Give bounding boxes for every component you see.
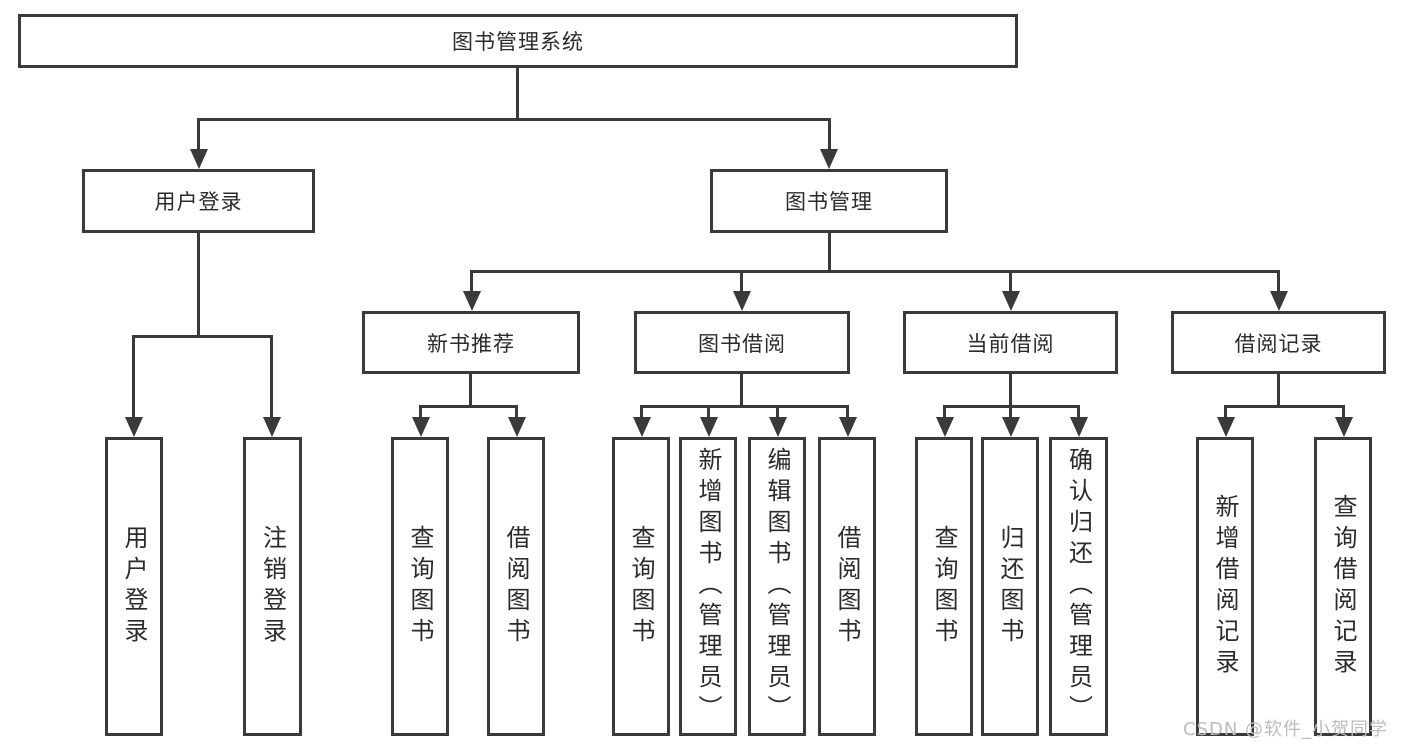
connector-line <box>197 233 200 337</box>
arrow-down-icon <box>700 417 718 437</box>
connector-line <box>846 405 849 419</box>
node-leaf-add-borrow-record: 新增借阅记录 <box>1196 437 1254 736</box>
node-library-management-system: 图书管理系统 <box>18 14 1018 68</box>
node-label: 用户登录 <box>154 190 243 214</box>
connector-line <box>1277 374 1280 407</box>
node-leaf-edit-books-admin: 编辑图书（管理员） <box>748 437 806 736</box>
node-label: 当前借阅 <box>966 331 1055 356</box>
node-label: 查询图书 <box>627 524 655 649</box>
node-label: 查询图书 <box>930 524 958 649</box>
connector-line <box>1342 405 1345 419</box>
connector-line <box>419 405 518 408</box>
node-label: 借阅图书 <box>833 524 861 649</box>
node-label: 借阅记录 <box>1234 331 1323 356</box>
node-leaf-query-books-1: 查询图书 <box>391 437 449 736</box>
node-new-book-recommendation: 新书推荐 <box>362 311 580 374</box>
connector-line <box>943 405 946 419</box>
node-label: 确认归还（管理员） <box>1064 447 1093 726</box>
connector-line <box>1224 405 1344 408</box>
arrow-down-icon <box>463 291 481 311</box>
node-leaf-user-login: 用户登录 <box>105 437 163 736</box>
connector-line <box>1277 270 1280 295</box>
connector-line <box>1077 405 1080 419</box>
node-current-borrowing: 当前借阅 <box>903 311 1118 374</box>
connector-line <box>516 68 519 118</box>
connector-line <box>197 118 831 121</box>
connector-line <box>943 405 1080 408</box>
node-leaf-logout: 注销登录 <box>243 437 302 736</box>
arrow-down-icon <box>412 417 430 437</box>
node-label: 新增图书（管理员） <box>694 447 722 726</box>
arrow-down-icon <box>1002 291 1020 311</box>
arrow-down-icon <box>820 149 838 169</box>
node-book-borrowing: 图书借阅 <box>634 311 850 374</box>
connector-line <box>469 374 472 407</box>
arrow-down-icon <box>1217 417 1235 437</box>
connector-line <box>1224 405 1227 419</box>
arrow-down-icon <box>1070 417 1088 437</box>
connector-line <box>828 233 831 272</box>
connector-line <box>132 335 135 419</box>
node-label: 注销登录 <box>258 524 287 649</box>
csdn-watermark: CSDN @软件_小贺同学 <box>1183 719 1389 740</box>
node-label: 查询图书 <box>406 524 434 649</box>
arrow-down-icon <box>508 417 526 437</box>
connector-line <box>1009 270 1012 295</box>
node-borrowing-records: 借阅记录 <box>1171 311 1386 374</box>
arrow-down-icon <box>1002 417 1020 437</box>
connector-line <box>132 335 273 338</box>
connector-line <box>740 270 743 295</box>
arrow-down-icon <box>769 417 787 437</box>
node-label: 归还图书 <box>996 524 1024 649</box>
arrow-down-icon <box>1335 417 1353 437</box>
node-label: 新书推荐 <box>427 331 515 356</box>
connector-line <box>640 405 643 419</box>
node-label: 图书借阅 <box>698 331 786 356</box>
arrow-down-icon <box>936 417 954 437</box>
node-leaf-borrow-books-2: 借阅图书 <box>818 437 876 736</box>
connector-line <box>470 270 473 295</box>
arrow-down-icon <box>839 417 857 437</box>
arrow-down-icon <box>125 417 143 437</box>
node-label: 用户登录 <box>120 524 148 649</box>
arrow-down-icon <box>263 417 281 437</box>
arrow-down-icon <box>733 291 751 311</box>
node-label: 新增借阅记录 <box>1211 493 1239 680</box>
connector-line <box>640 405 849 408</box>
connector-line <box>515 405 518 419</box>
arrow-down-icon <box>633 417 651 437</box>
node-leaf-confirm-return-admin: 确认归还（管理员） <box>1049 437 1108 736</box>
node-label: 借阅图书 <box>502 524 530 649</box>
connector-line <box>270 335 273 419</box>
node-leaf-query-books-2: 查询图书 <box>612 437 670 736</box>
connector-line <box>707 405 710 419</box>
arrow-down-icon <box>190 149 208 169</box>
connector-line <box>470 270 1280 273</box>
node-leaf-return-books: 归还图书 <box>981 437 1039 736</box>
connector-line <box>828 118 831 151</box>
node-user-login: 用户登录 <box>82 169 315 233</box>
arrow-down-icon <box>1270 291 1288 311</box>
node-label: 编辑图书（管理员） <box>763 447 791 726</box>
node-leaf-borrow-books-1: 借阅图书 <box>487 437 545 736</box>
node-leaf-query-books-3: 查询图书 <box>915 437 973 736</box>
node-leaf-add-books-admin: 新增图书（管理员） <box>679 437 737 736</box>
connector-line <box>740 374 743 407</box>
connector-line <box>1009 374 1012 419</box>
node-leaf-query-borrow-record: 查询借阅记录 <box>1314 437 1372 736</box>
connector-line <box>419 405 422 419</box>
node-label: 图书管理 <box>785 190 873 214</box>
node-label: 查询借阅记录 <box>1329 493 1357 680</box>
connector-line <box>776 405 779 419</box>
node-book-management: 图书管理 <box>710 169 948 233</box>
connector-line <box>197 118 200 151</box>
node-label: 图书管理系统 <box>452 30 584 54</box>
